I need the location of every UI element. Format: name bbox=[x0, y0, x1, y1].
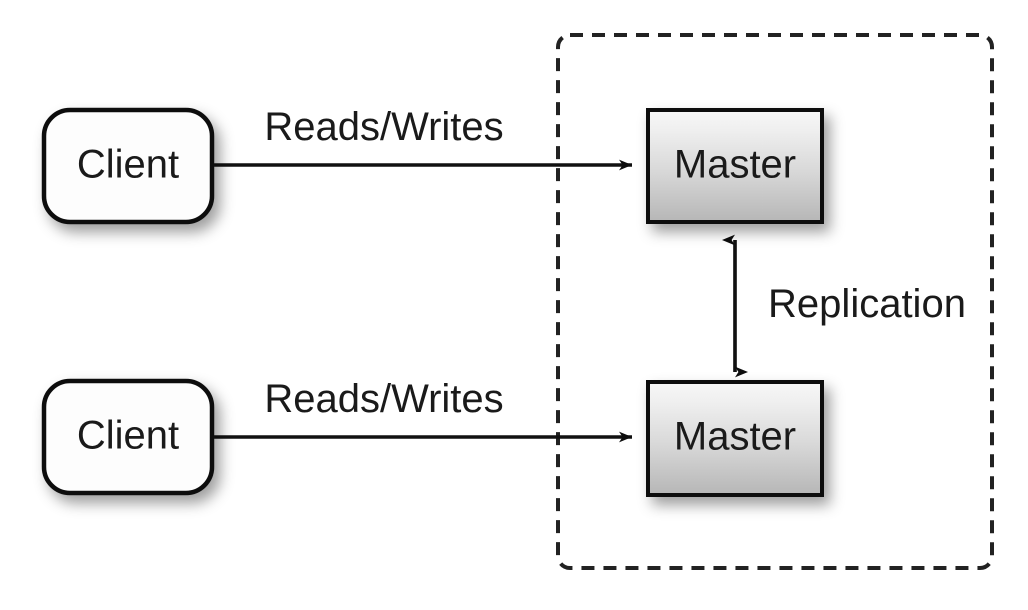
master-bottom-box[interactable] bbox=[646, 380, 824, 497]
client-top-box[interactable] bbox=[41, 107, 215, 225]
node-client-bottom[interactable] bbox=[41, 378, 215, 496]
client-bottom-label: Client bbox=[77, 414, 179, 458]
master-top-box[interactable] bbox=[646, 108, 824, 224]
database-cluster-boundary bbox=[556, 33, 994, 570]
client-top-label: Client bbox=[77, 143, 179, 187]
edge-reads-writes-bottom: Reads/Writes bbox=[212, 377, 632, 443]
edge-label-replication: Replication bbox=[768, 282, 966, 326]
edge-label-reads-writes-bottom: Reads/Writes bbox=[264, 377, 503, 421]
edge-replication: Replication bbox=[722, 234, 966, 378]
edge-label-reads-writes-top: Reads/Writes bbox=[264, 105, 503, 149]
node-master-bottom[interactable] bbox=[646, 380, 824, 497]
node-client-top[interactable] bbox=[41, 107, 215, 225]
node-master-top[interactable] bbox=[646, 108, 824, 224]
edge-reads-writes-top: Reads/Writes bbox=[212, 105, 632, 171]
master-bottom-label: Master bbox=[674, 415, 796, 459]
master-top-label: Master bbox=[674, 143, 796, 187]
client-bottom-box[interactable] bbox=[41, 378, 215, 496]
